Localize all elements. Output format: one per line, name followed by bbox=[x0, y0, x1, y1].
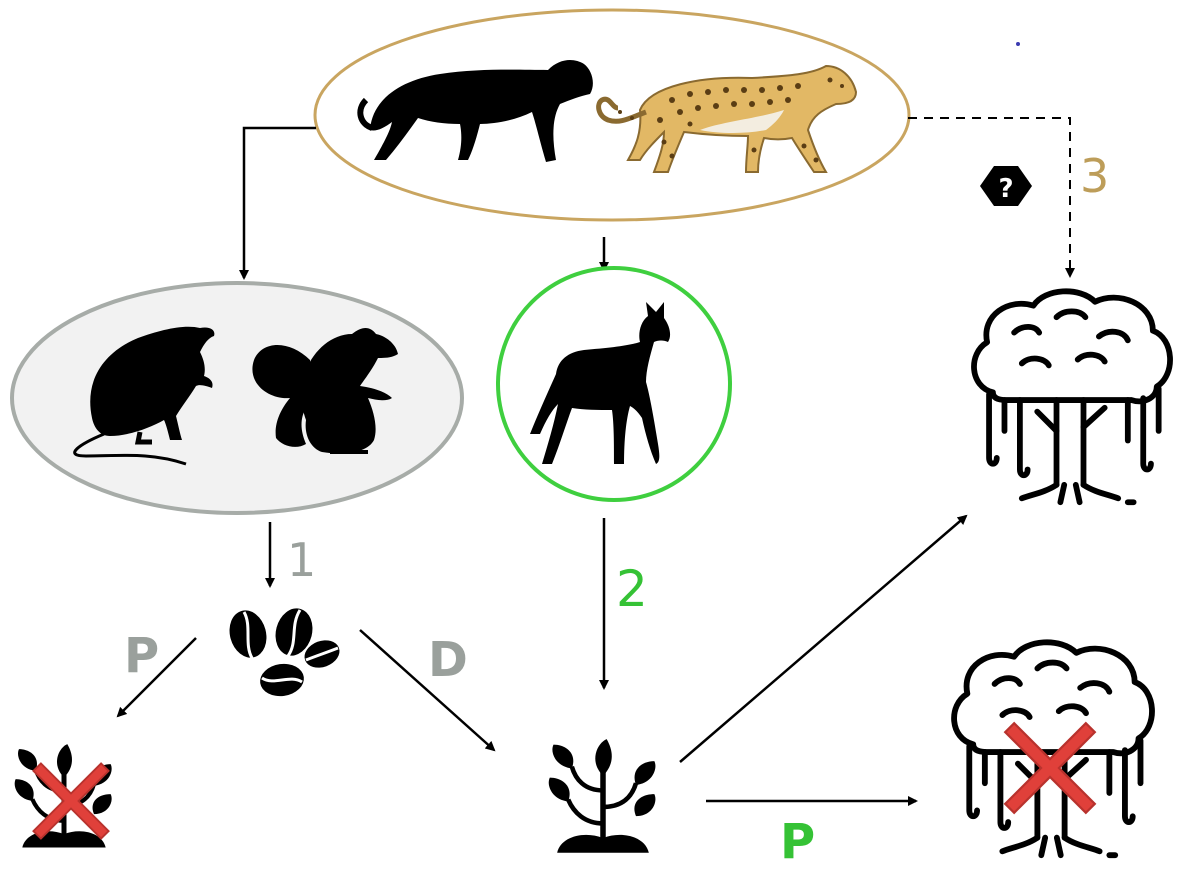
label-predation-bottom: P bbox=[780, 814, 815, 870]
seedling-icon bbox=[549, 739, 656, 853]
question-badge-icon: ? bbox=[980, 166, 1032, 206]
label-dispersal: D bbox=[428, 632, 468, 688]
arrow-seedling-to-tree bbox=[680, 516, 966, 762]
stray-dot bbox=[1016, 42, 1020, 46]
dead-seedling-icon bbox=[15, 744, 112, 847]
rodents-ring bbox=[12, 283, 462, 513]
tree-icon bbox=[974, 291, 1170, 502]
svg-text:?: ? bbox=[998, 174, 1013, 204]
label-path-2: 2 bbox=[616, 560, 648, 618]
label-predation-left: P bbox=[124, 628, 159, 684]
arrow-predators-to-rodents bbox=[244, 128, 316, 278]
seeds-icon bbox=[224, 604, 343, 699]
dead-tree-icon bbox=[954, 642, 1152, 855]
label-path-3: 3 bbox=[1080, 149, 1109, 203]
label-path-1: 1 bbox=[287, 533, 316, 587]
arrow-seeds-to-seedling bbox=[360, 630, 494, 750]
